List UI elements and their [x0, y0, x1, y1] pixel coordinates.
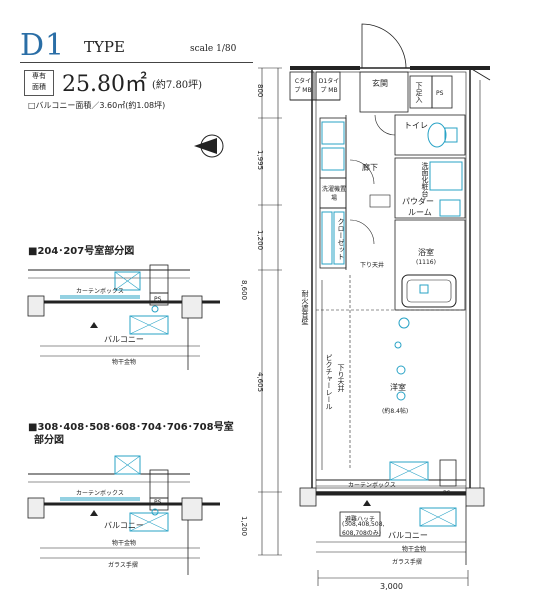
hatch-label-1: 避難ハッチ	[345, 516, 376, 523]
bathroom-label: 浴室	[418, 248, 434, 257]
partial-2-title-2: 部分図	[34, 435, 64, 446]
powder-room-label-2: ルーム	[408, 208, 432, 217]
partial-plan-2	[27, 455, 220, 575]
partial-2-curtain-box: カーテンボックス	[76, 490, 124, 497]
dim-4605: 4,605	[256, 372, 264, 393]
curtain-box-label: カーテンボックス	[348, 482, 396, 489]
dim-1200-a: 1,200	[256, 230, 264, 251]
closet-label: クローゼット	[337, 218, 345, 260]
area-label-1: 専有	[32, 72, 46, 80]
main-plan	[258, 23, 491, 586]
area-label-2: 面積	[32, 83, 46, 91]
header-rule	[20, 62, 253, 63]
fire-cover-label: 耐火遮音壁	[301, 290, 309, 325]
bath-size-label: (1116)	[416, 259, 436, 266]
hatch-label-2: (308,408,508,	[342, 521, 385, 528]
c-type-mb: Cタイプ MB	[294, 78, 312, 94]
partial-2-balcony: バルコニー	[104, 521, 144, 530]
corridor-label: 廊下	[362, 163, 378, 172]
ps-top-label: PS	[436, 90, 444, 97]
partial-1-title: ■204･207号室部分図	[28, 246, 135, 257]
d1-type-mb: D1タイプ MB	[318, 78, 340, 94]
western-size-label: (約8.4帖)	[382, 408, 409, 415]
partial-1-drying-rail: 物干金物	[112, 359, 137, 366]
dim-800: 800	[256, 84, 264, 98]
hatch-label-3: 608,708のみ)	[342, 530, 382, 537]
shoe-box-label: 下足入	[415, 82, 423, 103]
washroom-label: 洗面化粧台	[421, 162, 429, 197]
area-value: 25.80㎡	[62, 72, 147, 97]
dim-8600: 8,600	[240, 280, 248, 301]
partial-1-curtain-box: カーテンボックス	[76, 288, 124, 295]
scale-label: scale 1/80	[190, 44, 237, 54]
drying-rail-label: 物干金物	[402, 546, 427, 553]
dim-3000: 3,000	[380, 582, 403, 591]
picture-rail-label: ピクチャーレール	[325, 354, 333, 410]
type-word: TYPE	[84, 38, 125, 56]
partial-1-ps: PS	[154, 296, 162, 303]
glass-rail-label: ガラス手摺	[392, 559, 422, 566]
partial-2-glass-rail: ガラス手摺	[108, 562, 138, 569]
partial-plan-1	[27, 264, 220, 370]
dim-1995: 1,995	[256, 150, 264, 171]
area-label-box: 専有 面積	[24, 70, 54, 96]
powder-room-label-1: パウダー	[402, 197, 434, 206]
western-room-label: 洋室	[390, 383, 406, 392]
balcony-area-note: □バルコニー面積／3.60㎡(約1.08坪)	[28, 101, 166, 110]
area-tsubo: (約7.80坪)	[152, 80, 203, 91]
toilet-label: トイレ	[404, 121, 428, 130]
north-arrow-icon	[194, 134, 224, 158]
type-letter: D1	[20, 28, 66, 63]
partial-2-drying-rail: 物干金物	[112, 540, 137, 547]
lower-ceiling-2: 下り天井	[337, 364, 345, 392]
lower-ceiling-1: 下り天井	[360, 262, 385, 269]
partial-1-balcony: バルコニー	[104, 335, 144, 344]
entrance-label: 玄関	[372, 79, 388, 88]
partial-2-ps: PS	[154, 499, 162, 506]
balcony-label: バルコニー	[388, 531, 428, 540]
ps-bottom-label: PS	[443, 490, 451, 497]
partial-2-title-1: ■308･408･508･608･704･706･708号室	[28, 422, 234, 433]
laundry-label: 洗濯機置場	[322, 186, 347, 202]
dim-1200-b: 1,200	[240, 516, 248, 537]
